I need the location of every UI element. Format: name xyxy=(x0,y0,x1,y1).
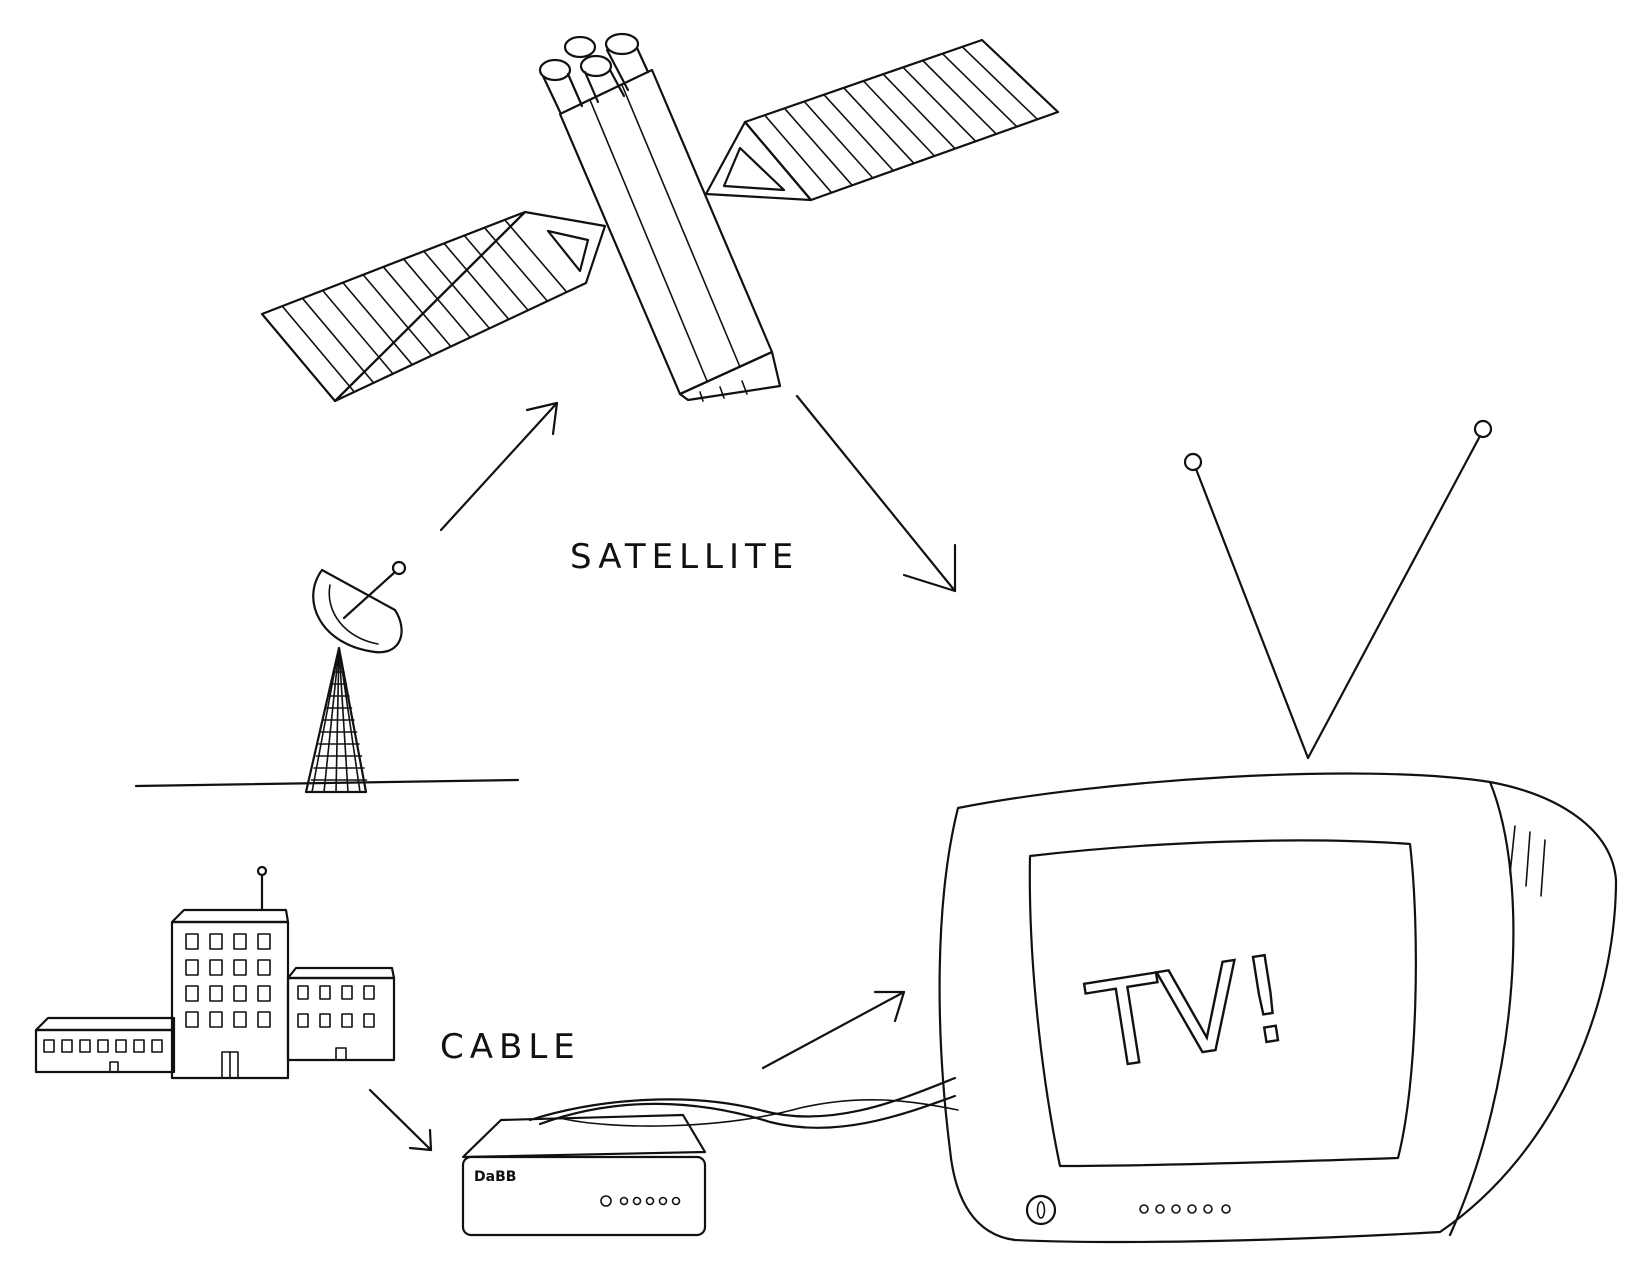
set-top-box: DaBB xyxy=(461,1076,959,1237)
satellite-body xyxy=(558,68,782,402)
cable-company-buildings xyxy=(34,865,396,1080)
building-window xyxy=(185,933,199,950)
building-window xyxy=(115,1039,127,1053)
building-window xyxy=(209,959,223,976)
sketch-stroke xyxy=(902,66,977,143)
building-window xyxy=(341,1013,353,1028)
satellite-thrusters xyxy=(538,32,650,114)
building-window xyxy=(233,1011,247,1028)
sketch-stroke xyxy=(323,647,340,793)
ground-station-dish xyxy=(134,560,520,794)
sketch-stroke xyxy=(842,87,915,165)
sketch-stroke xyxy=(281,305,356,393)
sketch-stroke xyxy=(342,281,414,366)
sketch-stroke xyxy=(338,647,349,793)
satellite-illustration xyxy=(260,32,1060,403)
sketch-stroke xyxy=(483,226,549,302)
sketch-stroke xyxy=(382,266,452,348)
sketch-stroke xyxy=(362,273,433,357)
building-window xyxy=(233,959,247,976)
building-window xyxy=(257,959,271,976)
cable-label: CABLE xyxy=(440,1027,581,1067)
building-window xyxy=(151,1039,163,1053)
building-window xyxy=(319,985,331,1000)
signal-arrows xyxy=(368,394,957,1152)
building-window xyxy=(185,985,199,1002)
receiver-brand: DaBB xyxy=(474,1169,516,1185)
right-solar-panel xyxy=(704,38,1060,202)
building-window xyxy=(209,933,223,950)
left-solar-panel xyxy=(260,210,607,403)
building-window xyxy=(43,1039,55,1053)
arrow-box-to-tv xyxy=(761,990,906,1070)
sketch-stroke xyxy=(301,297,375,384)
sketch-stroke xyxy=(862,80,936,157)
building-window xyxy=(233,985,247,1002)
building-window xyxy=(341,985,353,1000)
building-window xyxy=(363,985,375,1000)
building-window xyxy=(209,1011,223,1028)
building-window xyxy=(233,933,247,950)
arrow-building-to-box xyxy=(368,1088,433,1152)
building-window xyxy=(79,1039,91,1053)
sketch-stroke xyxy=(402,258,471,339)
building-window xyxy=(185,959,199,976)
sketch-stroke xyxy=(803,100,874,179)
arrow-dish-to-satellite xyxy=(439,401,559,532)
sketch-stroke xyxy=(882,73,956,150)
sketch-stroke xyxy=(921,59,998,135)
building-window xyxy=(257,1011,271,1028)
sketch-stroke xyxy=(463,234,529,312)
sketch-stroke xyxy=(823,93,895,172)
building-window xyxy=(185,1011,199,1028)
sketch-stroke xyxy=(503,219,568,293)
sketch-stroke xyxy=(783,107,853,187)
building-window xyxy=(297,985,309,1000)
tv-screen-text: TV! xyxy=(1080,929,1300,1097)
sketch-stroke xyxy=(443,242,510,321)
sketch-stroke xyxy=(311,647,340,793)
building-window xyxy=(297,1013,309,1028)
sketch-stroke xyxy=(335,647,340,793)
sketch-stroke xyxy=(941,52,1018,128)
arrow-satellite-to-tv xyxy=(795,394,957,593)
sketch-stroke xyxy=(763,114,833,194)
building-window xyxy=(319,1013,331,1028)
building-window xyxy=(133,1039,145,1053)
building-window xyxy=(97,1039,109,1053)
sketch-stroke xyxy=(961,46,1039,121)
building-window xyxy=(257,985,271,1002)
building-window xyxy=(363,1013,375,1028)
building-window xyxy=(61,1039,73,1053)
sketch-stroke xyxy=(338,647,361,793)
television-set: TV! xyxy=(938,419,1618,1244)
sketch-stroke xyxy=(321,289,394,375)
satellite-label: SATELLITE xyxy=(570,537,799,577)
sketch-stroke xyxy=(423,250,491,330)
building-window xyxy=(257,933,271,950)
building-window xyxy=(209,985,223,1002)
